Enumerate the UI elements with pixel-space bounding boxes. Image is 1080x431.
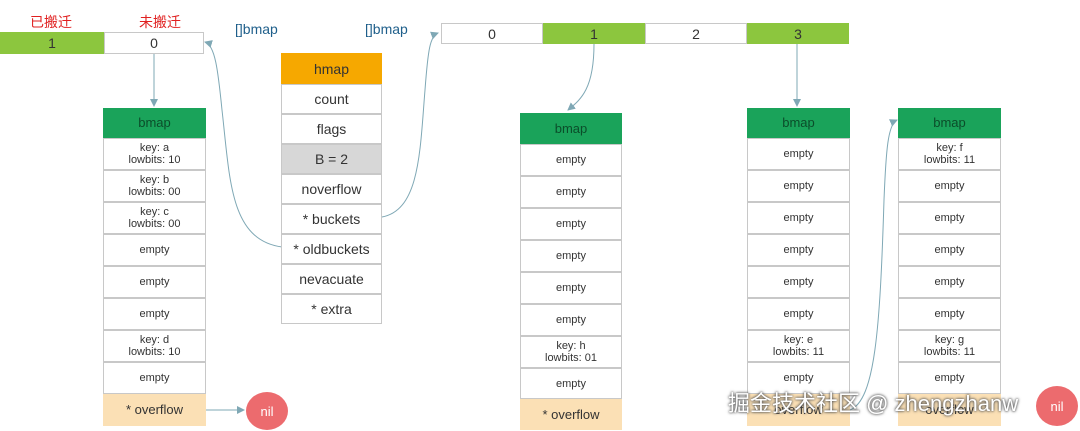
bucket-c-slot: empty [747, 138, 850, 170]
bucket-a-slot: empty [103, 234, 206, 266]
new-array-index-3: 3 [747, 23, 849, 44]
new-bmap-array-label: []bmap [365, 21, 408, 37]
bucket-c-slot: empty [747, 170, 850, 202]
hmap-b: B = 2 [281, 144, 382, 174]
bucket-d-slot: empty [898, 266, 1001, 298]
bucket-c-slot: empty [747, 202, 850, 234]
old-array-index-1: 1 [0, 32, 104, 54]
old-array-index-0: 0 [104, 32, 204, 54]
hmap-buckets: * buckets [281, 204, 382, 234]
hmap-flags: flags [281, 114, 382, 144]
bucket-d-slot: key: f lowbits: 11 [898, 138, 1001, 170]
hmap-noverflow: noverflow [281, 174, 382, 204]
hmap-extra: * extra [281, 294, 382, 324]
hmap-count: count [281, 84, 382, 114]
not-migrated-label: 未搬迁 [139, 14, 181, 30]
bucket-d-overflow: overflow [898, 394, 1001, 426]
bucket-a-slot: empty [103, 266, 206, 298]
bucket-d-header: bmap [898, 108, 1001, 138]
bucket-b-slot: empty [520, 240, 622, 272]
bucket-c-overflow: overflow [747, 394, 850, 426]
arrow-oldbuckets-to-old-array [204, 40, 283, 248]
bucket-b-slot: empty [520, 368, 622, 399]
bucket-d-slot: key: g lowbits: 11 [898, 330, 1001, 362]
arrow-buckets-to-new-array [381, 31, 439, 218]
bucket-b-slot: empty [520, 176, 622, 208]
bucket-d-slot: empty [898, 234, 1001, 266]
hmap-oldbuckets: * oldbuckets [281, 234, 382, 264]
watermark: 掘金技术社区 @ zhengzhanw [728, 391, 1019, 416]
bucket-c-slot: empty [747, 266, 850, 298]
bucket-c-slot: empty [747, 298, 850, 330]
bucket-d-slot: empty [898, 298, 1001, 330]
bucket-c-slot: empty [747, 234, 850, 266]
bucket-b-header: bmap [520, 113, 622, 144]
bucket-b-overflow: * overflow [520, 399, 622, 430]
nil-node-1: nil [246, 392, 288, 430]
bucket-c-slot: empty [747, 362, 850, 394]
bucket-a-slot: empty [103, 362, 206, 394]
arrow-overflow-to-chain [849, 119, 898, 411]
bucket-b-slot: empty [520, 144, 622, 176]
arrow-new1-to-bucket [567, 43, 595, 111]
migrated-label: 已搬迁 [30, 14, 72, 30]
hmap-title: hmap [281, 53, 382, 84]
bucket-a-header: bmap [103, 108, 206, 138]
bucket-d-slot: empty [898, 202, 1001, 234]
bucket-c-header: bmap [747, 108, 850, 138]
bucket-a-slot: key: a lowbits: 10 [103, 138, 206, 170]
bucket-d-slot: empty [898, 362, 1001, 394]
bucket-a-slot: key: b lowbits: 00 [103, 170, 206, 202]
new-array-index-0: 0 [441, 23, 543, 44]
bucket-b-slot: empty [520, 272, 622, 304]
nil-node-2: nil [1036, 386, 1078, 426]
new-array-index-1: 1 [543, 23, 645, 44]
old-bmap-array-label: []bmap [235, 21, 278, 37]
bucket-b-slot: empty [520, 304, 622, 336]
bucket-a-slot: empty [103, 298, 206, 330]
bucket-a-overflow: * overflow [103, 394, 206, 426]
bucket-d-slot: empty [898, 170, 1001, 202]
bucket-b-slot: key: h lowbits: 01 [520, 336, 622, 368]
hmap-nevacuate: nevacuate [281, 264, 382, 294]
bucket-a-slot: key: c lowbits: 00 [103, 202, 206, 234]
bucket-c-slot: key: e lowbits: 11 [747, 330, 850, 362]
new-array-index-2: 2 [645, 23, 747, 44]
bucket-b-slot: empty [520, 208, 622, 240]
bucket-a-slot: key: d lowbits: 10 [103, 330, 206, 362]
